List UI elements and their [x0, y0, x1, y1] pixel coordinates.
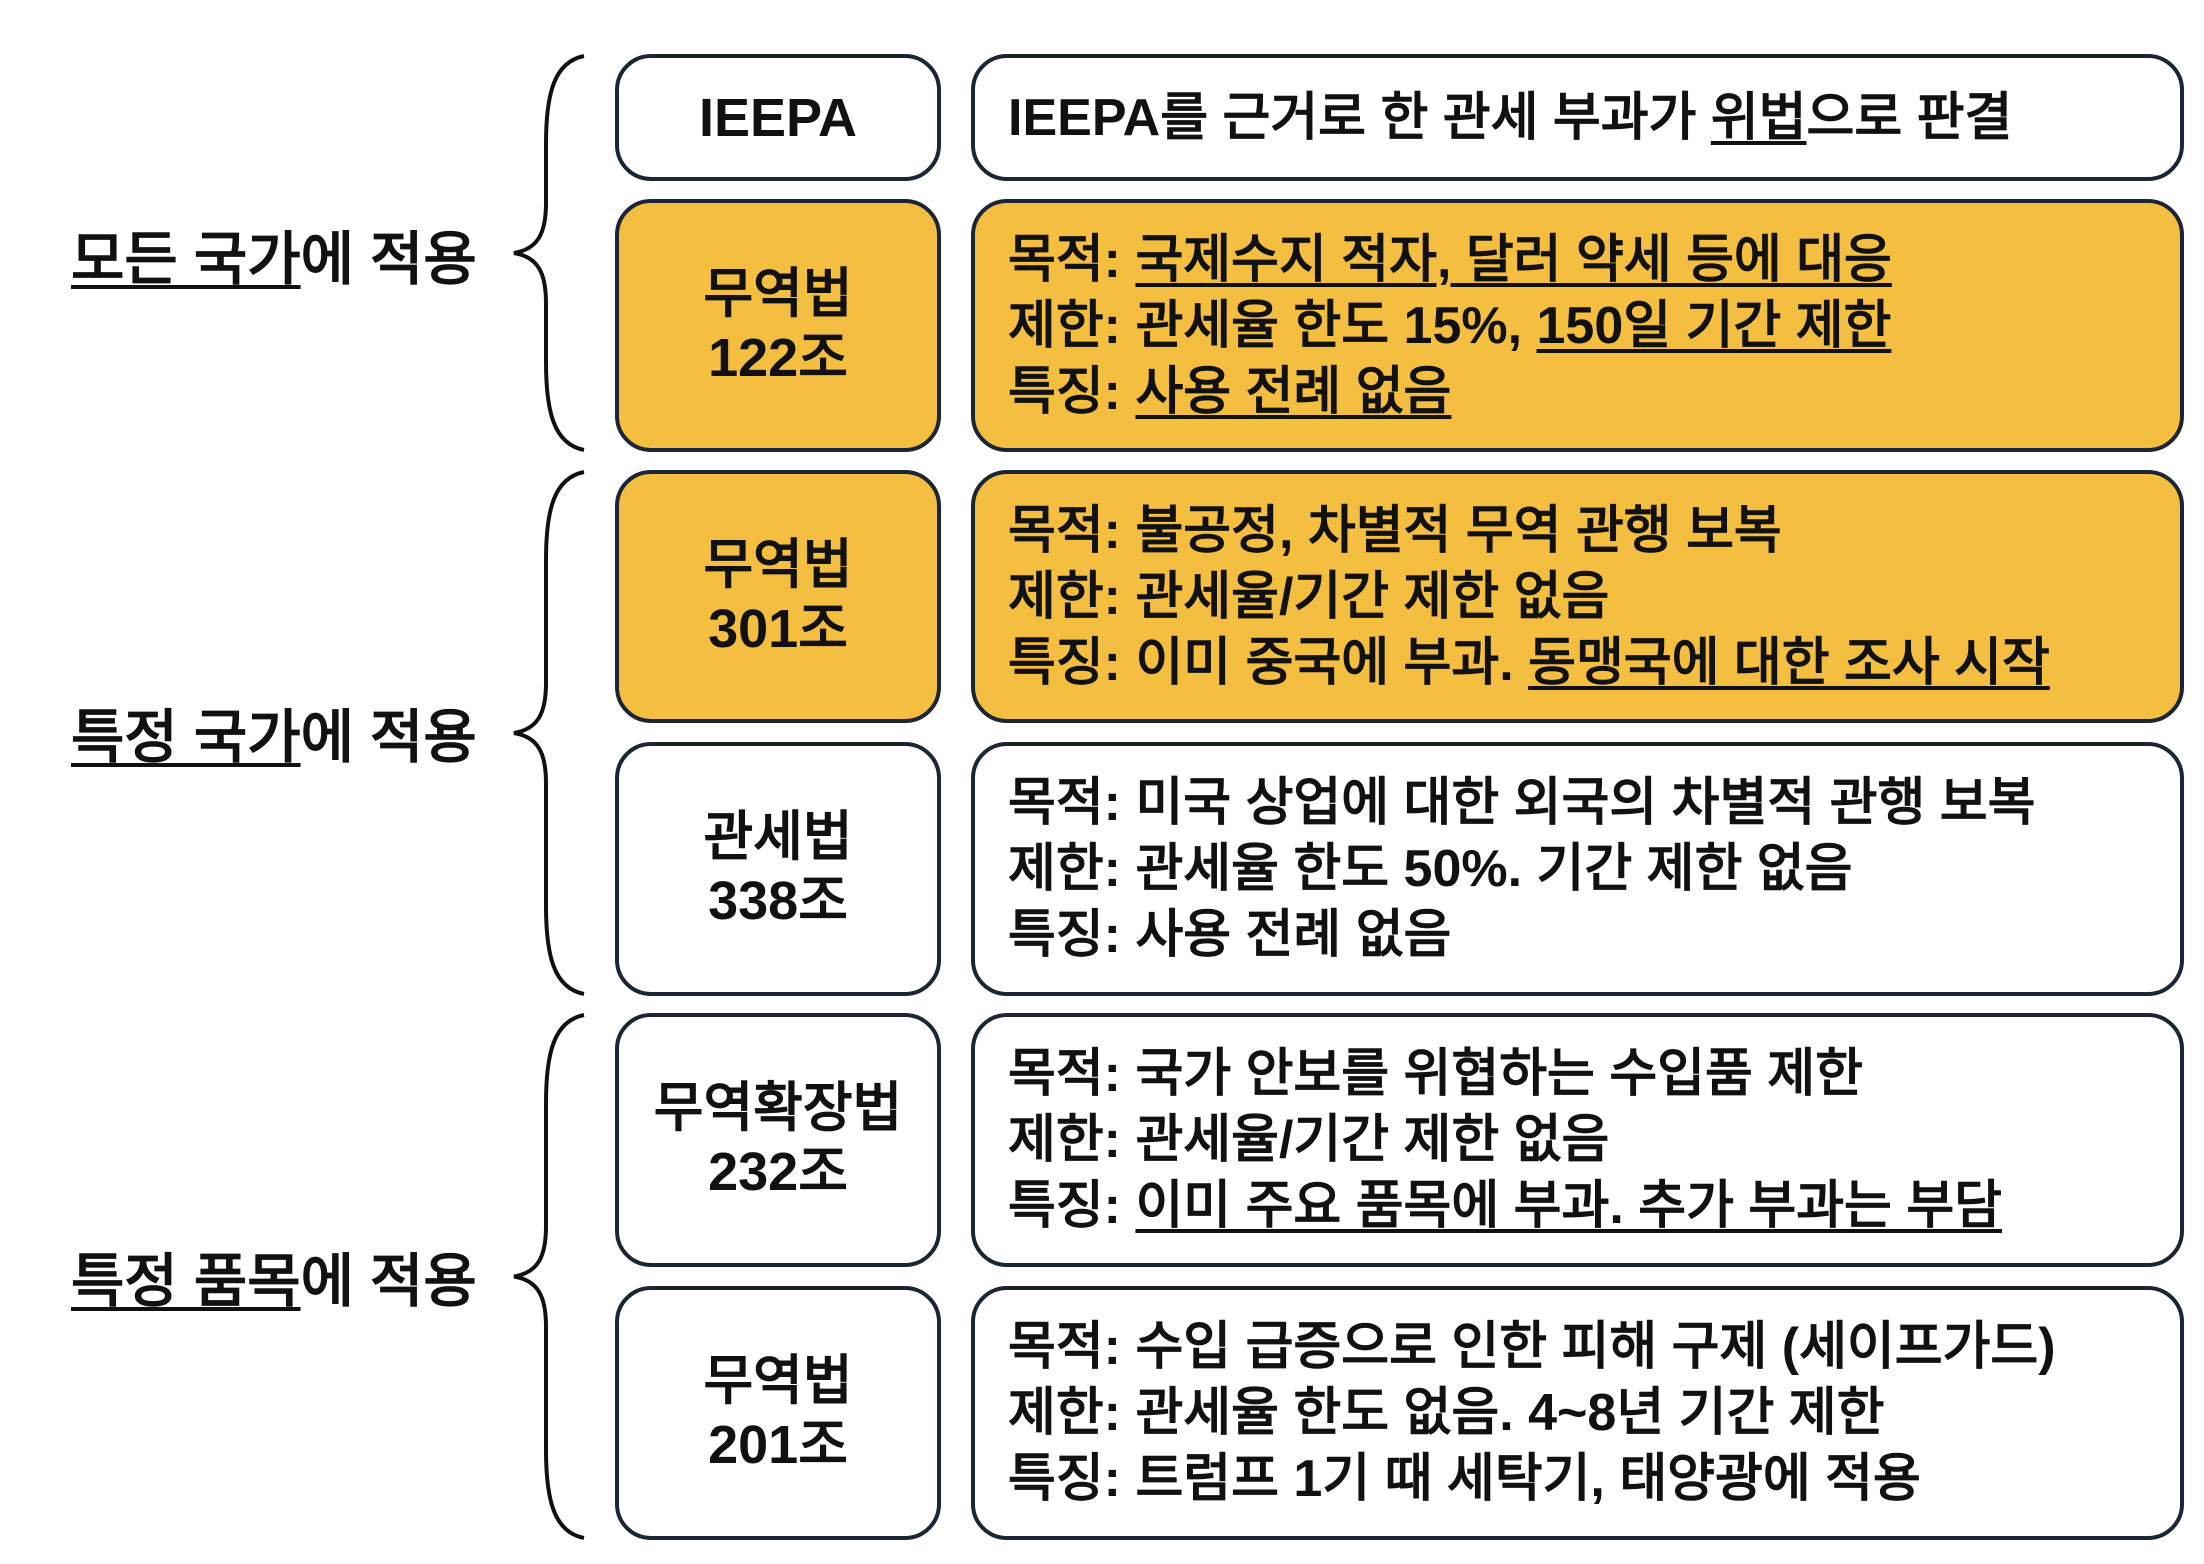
group-label-scope: 모든 국가 — [71, 227, 301, 292]
curly-brace — [513, 1013, 585, 1540]
description-line: 특징: 사용 전례 없음 — [1008, 359, 1892, 425]
description-text: 목적: 미국 상업에 대한 외국의 차별적 관행 보복 — [1008, 774, 2036, 832]
description-text: 제한: 관세율 한도 없음. 4~8년 기간 제한 — [1008, 1384, 1885, 1442]
law-name-line: 122조 — [708, 327, 848, 388]
group-label-scope: 특정 국가 — [71, 705, 301, 770]
description-line: 목적: 국제수지 적자, 달러 약세 등에 대응 — [1008, 227, 1892, 293]
description-text: 특징: 사용 전례 없음 — [1008, 906, 1452, 964]
description-line: 특징: 트럼프 1기 때 세탁기, 태양광에 적용 — [1008, 1446, 2056, 1512]
description-text: 제한: 관세율 한도 50%. 기간 제한 없음 — [1008, 840, 1853, 898]
law-name-line: 338조 — [708, 871, 848, 931]
law-description-box: IEEPA를 근거로 한 관세 부과가 위법으로 판결 — [971, 54, 2184, 181]
description-line: 제한: 관세율 한도 15%, 150일 기간 제한 — [1008, 293, 1892, 359]
description-text: 제한: 관세율/기간 제한 없음 — [1008, 567, 1610, 626]
law-name-line: 201조 — [708, 1415, 848, 1475]
description-text: 목적: 불공정, 차별적 무역 관행 보복 — [1008, 501, 1782, 560]
law-name-line: 무역법 — [703, 1351, 853, 1411]
group-label-suffix: 에 적용 — [300, 1249, 477, 1314]
group-label-suffix: 에 적용 — [300, 705, 477, 770]
description-text: 특징: 이미 중국에 부과. — [1008, 633, 1529, 692]
description-line: 목적: 수입 급증으로 인한 피해 구제 (세이프가드) — [1008, 1314, 2056, 1380]
group-label: 모든 국가에 적용 — [71, 212, 477, 296]
law-name-line: 301조 — [708, 598, 848, 659]
description-text: 특징: 트럼프 1기 때 세탁기, 태양광에 적용 — [1008, 1450, 1921, 1508]
emphasized-text: 150일 기간 제한 — [1536, 296, 1892, 355]
description-line: 제한: 관세율/기간 제한 없음 — [1008, 1107, 2002, 1173]
group-label: 특정 품목에 적용 — [71, 1234, 477, 1318]
description-text: 으로 판결 — [1806, 88, 2013, 147]
law-name-line: 232조 — [708, 1142, 848, 1202]
law-name-line: 무역확장법 — [653, 1078, 903, 1138]
law-name-line: 관세법 — [703, 807, 853, 867]
description-text: 제한: 관세율 한도 15%, — [1008, 296, 1537, 355]
description-text: IEEPA를 근거로 한 관세 부과가 — [1008, 88, 1711, 147]
description-line: 목적: 불공정, 차별적 무역 관행 보복 — [1008, 498, 2050, 564]
description-line: 특징: 이미 중국에 부과. 동맹국에 대한 조사 시작 — [1008, 630, 2050, 696]
description-line: 특징: 이미 주요 품목에 부과. 추가 부과는 부담 — [1008, 1173, 2002, 1239]
group-label-suffix: 에 적용 — [300, 227, 477, 292]
law-name-line: 무역법 — [703, 263, 853, 324]
description-text: 특징: — [1008, 1177, 1136, 1235]
group-label-scope: 특정 품목 — [71, 1249, 301, 1314]
description-line: 제한: 관세율 한도 없음. 4~8년 기간 제한 — [1008, 1380, 2056, 1446]
description-line: IEEPA를 근거로 한 관세 부과가 위법으로 판결 — [1008, 85, 2012, 151]
emphasized-text: 위법 — [1710, 88, 1807, 147]
emphasized-text: 사용 전례 없음 — [1135, 362, 1452, 421]
emphasized-text: 이미 주요 품목에 부과. 추가 부과는 부담 — [1135, 1177, 2003, 1235]
description-line: 제한: 관세율 한도 50%. 기간 제한 없음 — [1008, 836, 2035, 902]
description-text: 제한: 관세율/기간 제한 없음 — [1008, 1111, 1610, 1169]
emphasized-text: 국제수지 적자, 달러 약세 등에 대응 — [1135, 230, 1892, 289]
description-line: 제한: 관세율/기간 제한 없음 — [1008, 564, 2050, 630]
description-line: 특징: 사용 전례 없음 — [1008, 902, 2035, 968]
group-label: 특정 국가에 적용 — [71, 690, 477, 774]
description-line: 목적: 국가 안보를 위협하는 수입품 제한 — [1008, 1041, 2002, 1107]
law-name-box: IEEPA — [615, 54, 941, 181]
description-text: 특징: — [1008, 362, 1136, 421]
emphasized-text: 동맹국에 대한 조사 시작 — [1528, 633, 2050, 692]
description-text: 목적: 수입 급증으로 인한 피해 구제 (세이프가드) — [1008, 1318, 2056, 1376]
description-line: 목적: 미국 상업에 대한 외국의 차별적 관행 보복 — [1008, 770, 2035, 836]
law-name-line: IEEPA — [698, 87, 858, 148]
description-text: 목적: 국가 안보를 위협하는 수입품 제한 — [1008, 1045, 1863, 1103]
law-name-line: 무역법 — [703, 534, 853, 595]
description-text: 목적: — [1008, 230, 1136, 289]
curly-brace — [513, 54, 585, 452]
law-description-box: 목적: 수입 급증으로 인한 피해 구제 (세이프가드) 제한: 관세율 한도 없… — [971, 1286, 2184, 1540]
curly-brace — [513, 470, 585, 996]
